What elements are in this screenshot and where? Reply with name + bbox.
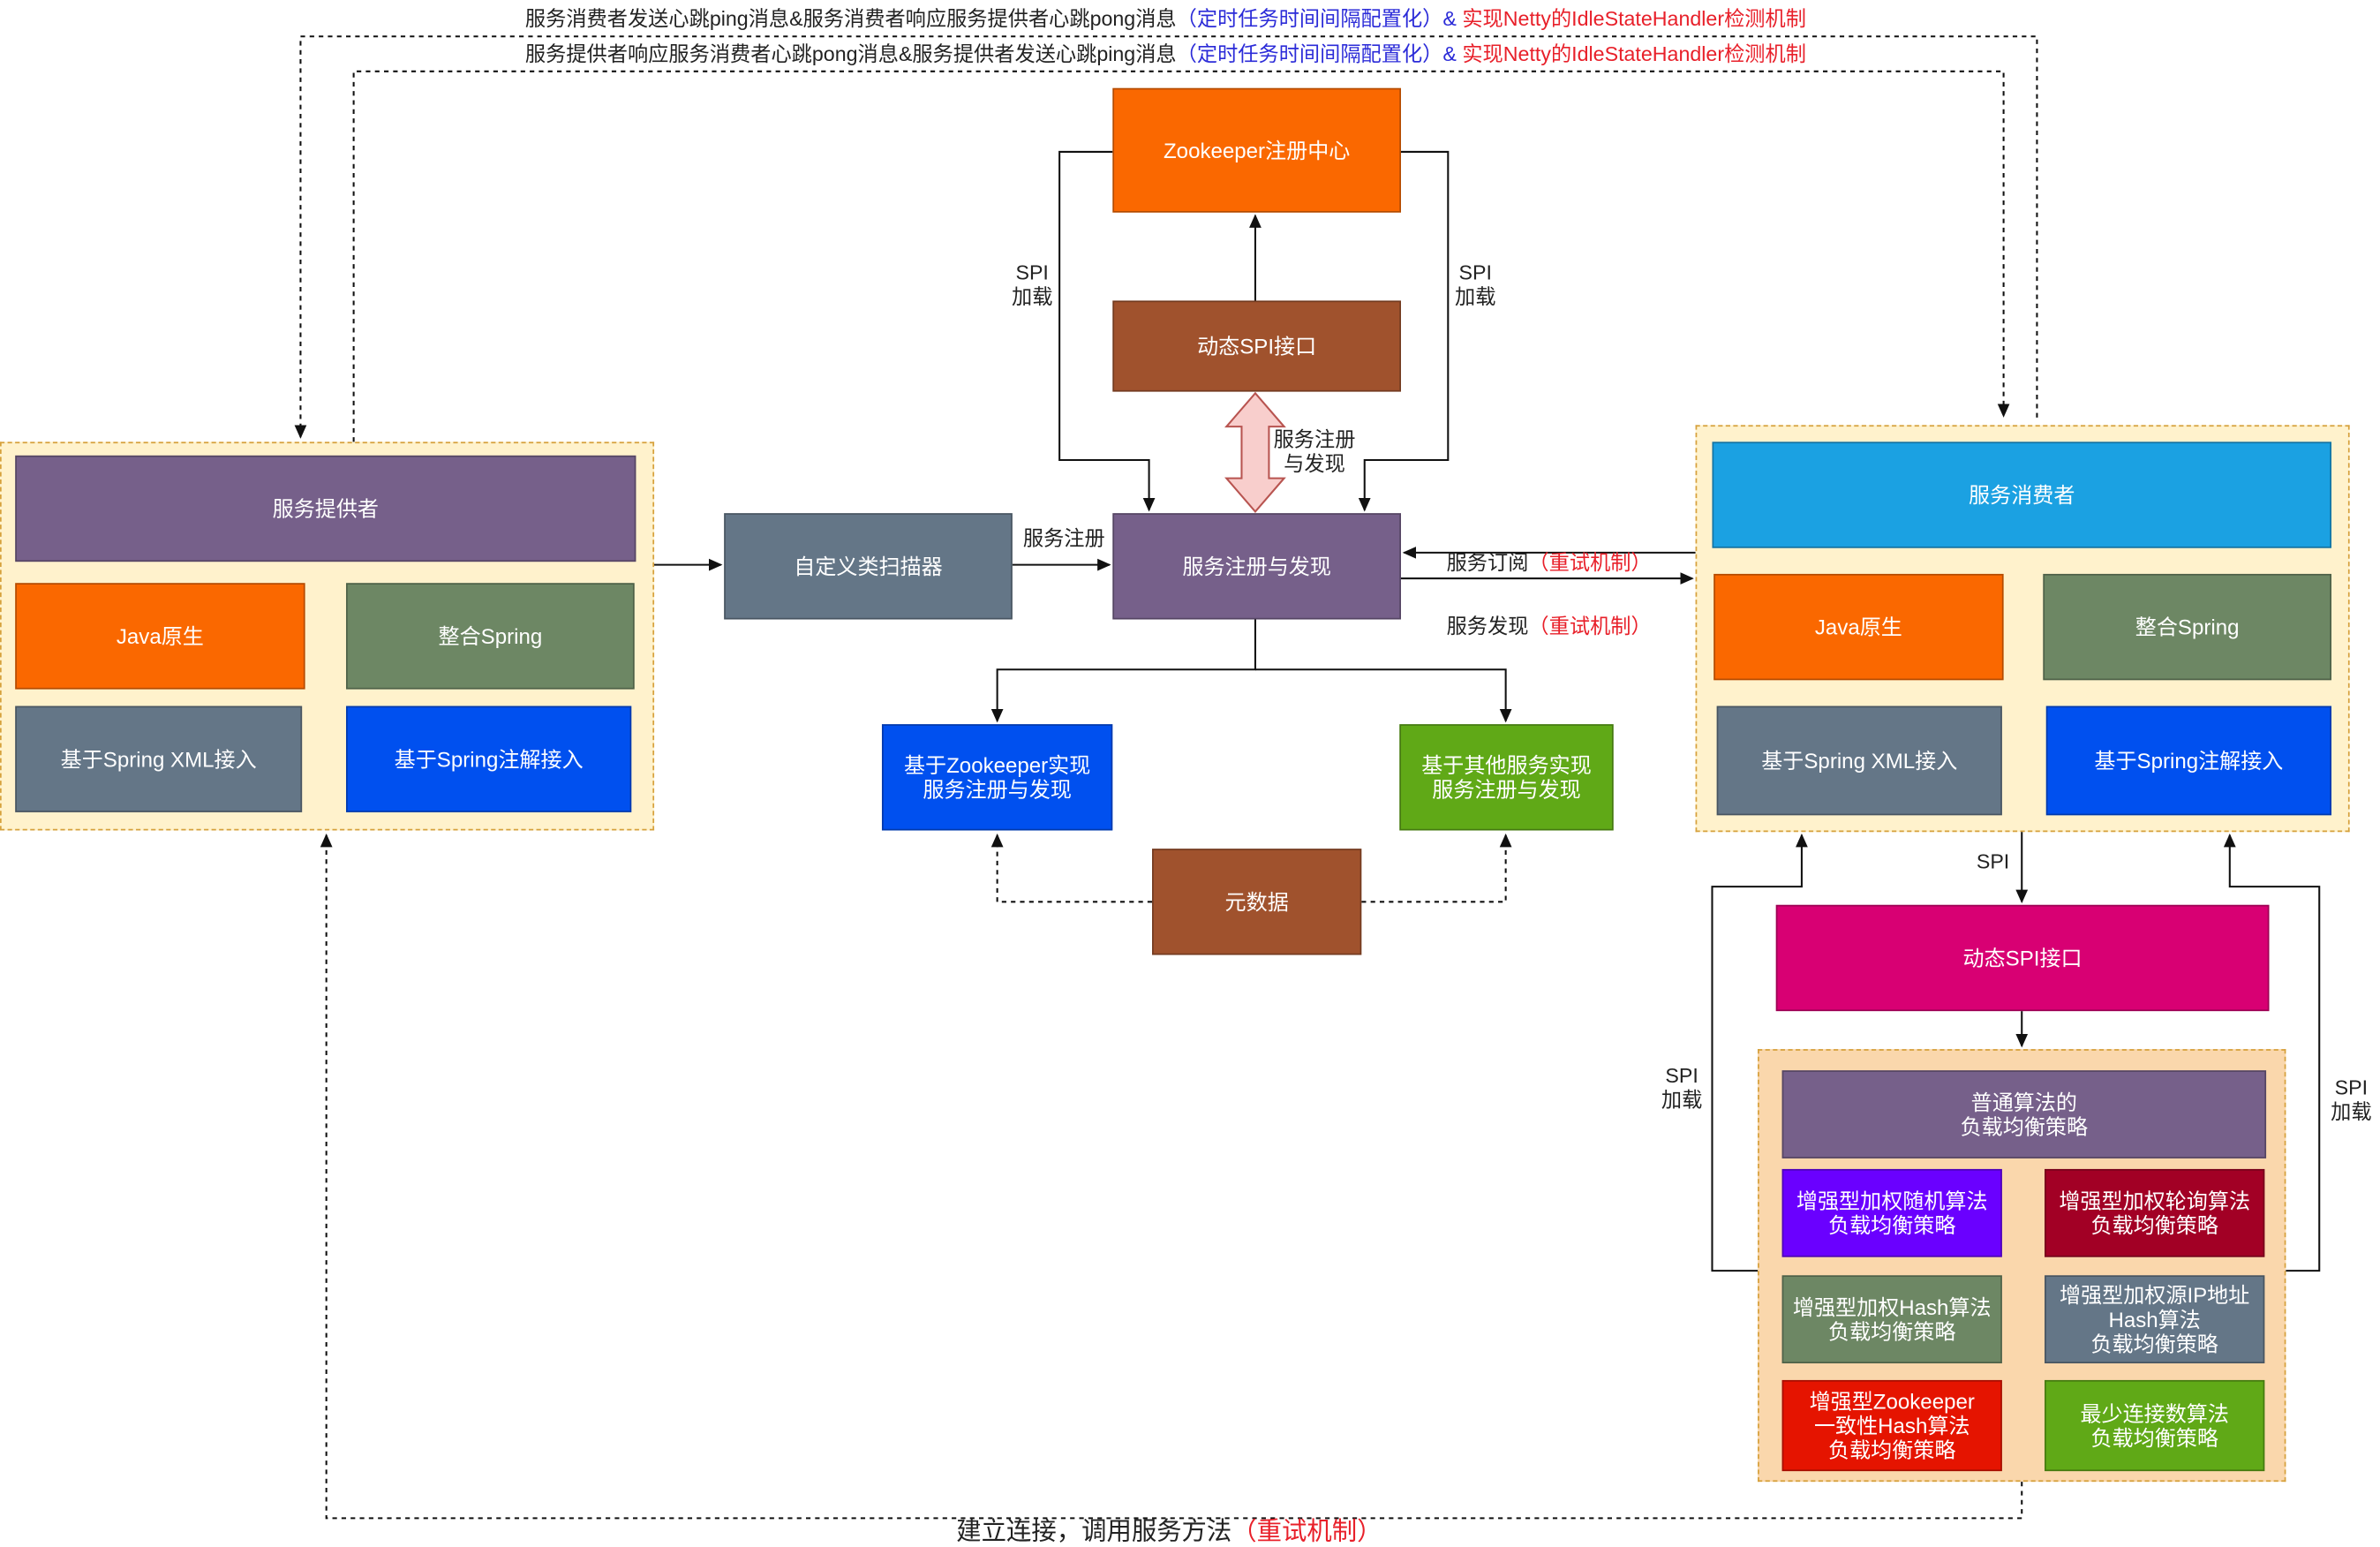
- spi-label-consumer: SPI: [1976, 849, 2010, 873]
- heartbeat-note-2: 服务提供者响应服务消费者心跳pong消息&服务提供者发送心跳ping消息（定时任…: [524, 42, 1806, 65]
- lb-weighted-source-ip-hash: 增强型加权源IP地址 Hash算法 负载均衡策略: [2045, 1275, 2265, 1364]
- consumer-java-native: Java原生: [1713, 573, 2004, 681]
- spi-load-label-right: SPI 加载: [1455, 260, 1496, 309]
- lb-weighted-hash: 增强型加权Hash算法 负载均衡策略: [1781, 1275, 2002, 1364]
- lb-weighted-round-robin: 增强型加权轮询算法 负载均衡策略: [2045, 1168, 2265, 1257]
- consumer-spring-xml: 基于Spring XML接入: [1716, 706, 2002, 816]
- subscribe-label: 服务订阅（重试机制）: [1446, 551, 1652, 574]
- lb-weighted-random: 增强型加权随机算法 负载均衡策略: [1781, 1168, 2002, 1257]
- service-registry-discovery: 服务注册与发现: [1112, 513, 1402, 620]
- double-arrow-icon: [1224, 391, 1286, 514]
- lb-least-connections: 最少连接数算法 负载均衡策略: [2045, 1379, 2265, 1472]
- lb-normal-strategy: 普通算法的 负载均衡策略: [1781, 1070, 2267, 1158]
- other-implementation: 基于其他服务实现 服务注册与发现: [1399, 724, 1614, 831]
- register-label: 服务注册: [1022, 526, 1105, 550]
- service-consumer-title: 服务消费者: [1712, 441, 2331, 548]
- register-discover-label: 服务注册 与发现: [1273, 427, 1356, 476]
- spi-load-label-lb-left: SPI 加载: [1661, 1064, 1703, 1112]
- metadata: 元数据: [1152, 849, 1362, 955]
- dynamic-spi-interface-top: 动态SPI接口: [1112, 300, 1402, 392]
- lb-zookeeper-consistent-hash: 增强型Zookeeper 一致性Hash算法 负载均衡策略: [1781, 1379, 2002, 1472]
- dynamic-spi-interface-bottom: 动态SPI接口: [1775, 904, 2270, 1012]
- discover-label: 服务发现（重试机制）: [1446, 615, 1652, 638]
- provider-spring-annotation: 基于Spring注解接入: [346, 706, 632, 812]
- provider-spring-integration: 整合Spring: [346, 583, 635, 690]
- provider-spring-xml: 基于Spring XML接入: [15, 706, 303, 812]
- spi-load-label-lb-right: SPI 加载: [2331, 1076, 2372, 1124]
- zookeeper-registry-center: Zookeeper注册中心: [1112, 87, 1402, 213]
- heartbeat-note-1: 服务消费者发送心跳ping消息&服务消费者响应服务提供者心跳pong消息（定时任…: [524, 7, 1806, 31]
- consumer-spring-annotation: 基于Spring注解接入: [2045, 706, 2331, 816]
- custom-class-scanner: 自定义类扫描器: [724, 513, 1013, 620]
- service-provider-title: 服务提供者: [15, 455, 636, 562]
- spi-load-label-left: SPI 加载: [1011, 260, 1053, 309]
- zookeeper-implementation: 基于Zookeeper实现 服务注册与发现: [881, 724, 1113, 831]
- connect-label: 建立连接，调用服务方法（重试机制）: [956, 1518, 1382, 1546]
- consumer-spring-integration: 整合Spring: [2043, 573, 2331, 681]
- provider-java-native: Java原生: [15, 583, 305, 690]
